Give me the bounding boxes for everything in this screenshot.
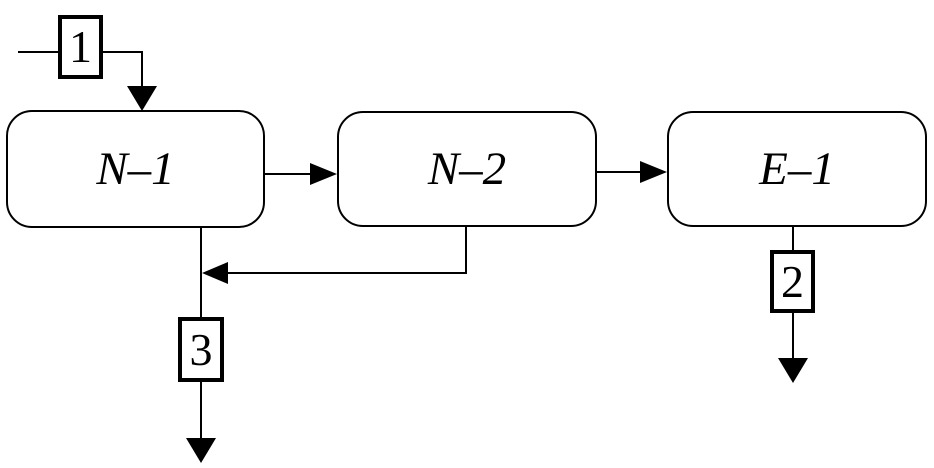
node-n2: N–2: [337, 111, 597, 227]
arrowhead-n1-outlet-icon: [186, 438, 216, 463]
stream-label-1: 1: [58, 15, 103, 79]
node-n2-label: N–2: [427, 142, 507, 195]
recycle-line-horizontal: [227, 272, 467, 274]
stream-label-2: 2: [770, 250, 815, 313]
node-e1-label: E–1: [759, 142, 835, 195]
stream1-feed-line-left: [18, 51, 59, 53]
node-n1-label: N–1: [96, 142, 175, 195]
line-n1-to-n2: [264, 173, 311, 175]
arrowhead-n1-to-n2-icon: [310, 163, 337, 185]
line-n2-to-e1: [596, 171, 641, 173]
node-n1: N–1: [6, 110, 265, 228]
stream1-feed-line-down: [141, 52, 143, 88]
e1-outlet-line-upper: [792, 227, 794, 252]
node-e1: E–1: [667, 111, 927, 227]
stream-label-1-text: 1: [69, 21, 92, 72]
arrowhead-e1-outlet-icon: [778, 358, 808, 383]
stream-label-3-text: 3: [189, 323, 213, 375]
stream1-feed-line-right: [103, 51, 143, 53]
n1-outlet-line-lower: [200, 382, 202, 438]
stream-label-2-text: 2: [781, 255, 804, 307]
recycle-line-vertical: [465, 227, 467, 274]
n1-outlet-line-upper: [200, 228, 202, 318]
arrowhead-into-n1-icon: [127, 86, 157, 111]
e1-outlet-line-lower: [792, 313, 794, 359]
stream-label-3: 3: [178, 317, 224, 382]
arrowhead-n2-to-e1-icon: [640, 161, 667, 183]
arrowhead-recycle-icon: [202, 262, 228, 284]
